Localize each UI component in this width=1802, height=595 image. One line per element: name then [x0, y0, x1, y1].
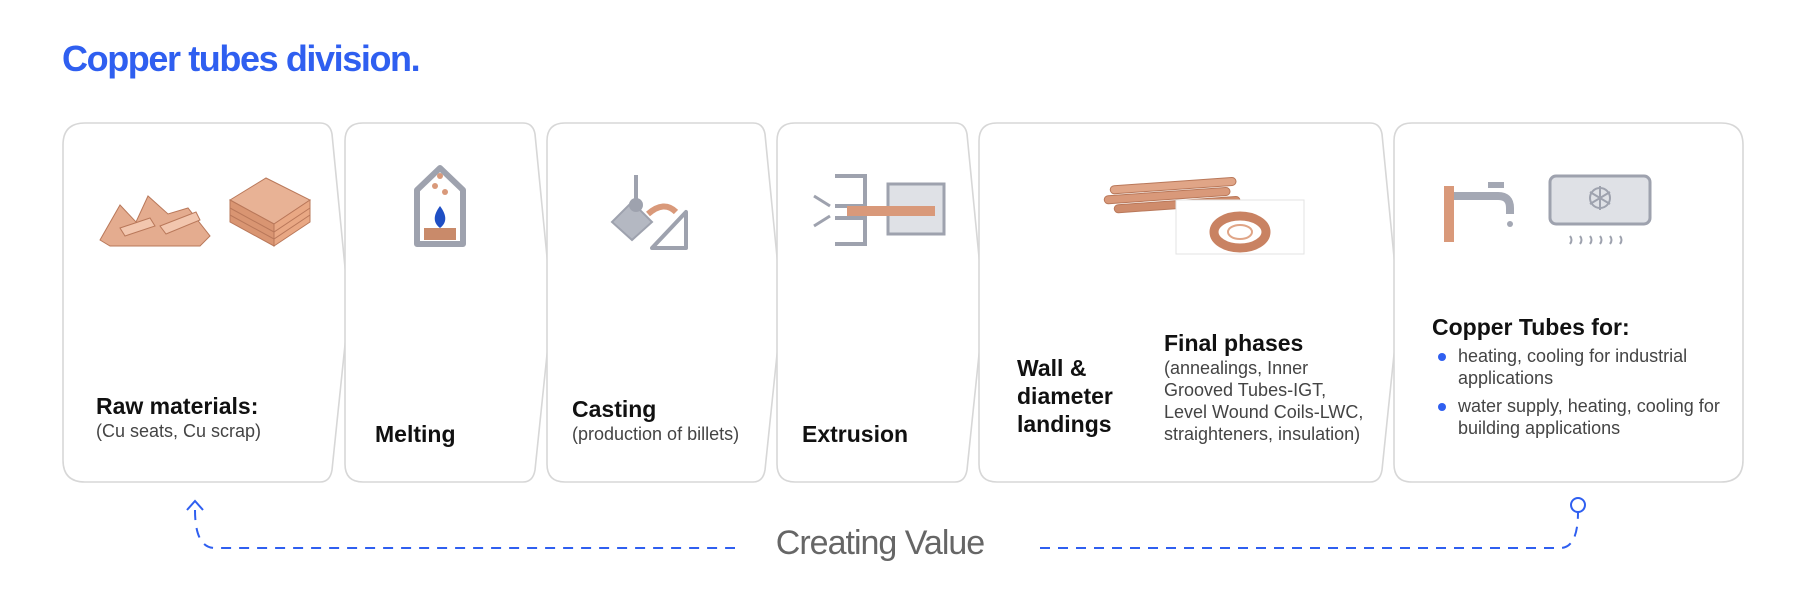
melting-furnace-icon	[414, 165, 466, 247]
step-extrusion: Extrusion	[802, 420, 908, 448]
step-heading: Copper Tubes for:	[1432, 314, 1630, 340]
step-shape-copper-tubes	[1393, 122, 1744, 483]
step-heading: Extrusion	[802, 421, 909, 447]
step-shape-casting	[546, 122, 783, 483]
step-copper-tubes-for: Copper Tubes for:	[1432, 313, 1630, 341]
step-heading: Final phases	[1164, 330, 1304, 356]
faucet-air-conditioner-icon	[1444, 174, 1652, 245]
extrusion-press-icon	[813, 174, 946, 246]
raw-materials-icon	[99, 177, 311, 247]
step-heading-line: diameter	[1017, 383, 1113, 409]
step-detail-line: (annealings, Inner	[1164, 358, 1309, 378]
step-heading-line: Wall &	[1017, 355, 1087, 381]
step-casting: Casting (production of billets)	[572, 395, 739, 445]
copper-tubes-coil-icon	[1103, 176, 1305, 255]
step-detail-line: Level Wound Coils-LWC,	[1164, 402, 1364, 422]
step-detail: (production of billets)	[572, 424, 740, 444]
step-detail-line: straighteners, insulation)	[1164, 424, 1361, 444]
creating-value-loop	[186, 497, 1586, 549]
step-heading-line: landings	[1017, 411, 1112, 437]
step-heading: Casting	[572, 396, 657, 422]
step-wall-diameter-landings: Wall & diameter landings	[1017, 354, 1113, 438]
applications-list: heating, cooling for industrial applicat…	[1436, 345, 1726, 445]
step-final-phases: Final phases (annealings, Inner Grooved …	[1164, 329, 1363, 445]
step-melting: Melting	[375, 420, 456, 448]
step-detail-line: Grooved Tubes-IGT,	[1164, 380, 1327, 400]
step-shape-melting	[344, 122, 553, 483]
arrow-up-icon	[186, 499, 204, 511]
list-item: water supply, heating, cooling for build…	[1436, 395, 1726, 439]
loop-start-circle	[1570, 497, 1586, 513]
page-title: Copper tubes division.	[62, 38, 421, 79]
creating-value-label: Creating Value	[775, 524, 985, 562]
casting-ladle-icon	[610, 175, 688, 250]
list-item: heating, cooling for industrial applicat…	[1436, 345, 1726, 389]
step-heading: Raw materials:	[96, 393, 259, 419]
step-detail: (Cu seats, Cu scrap)	[96, 421, 262, 441]
step-raw-materials: Raw materials: (Cu seats, Cu scrap)	[96, 392, 261, 442]
step-heading: Melting	[375, 421, 456, 447]
